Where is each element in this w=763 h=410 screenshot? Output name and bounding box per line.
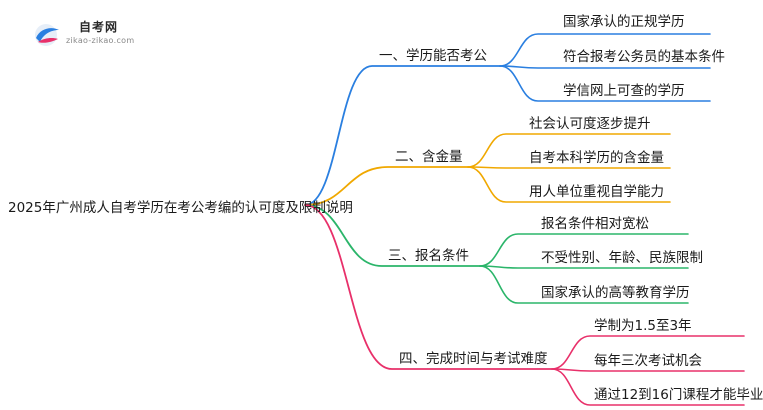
- logo-name: 自考网: [79, 20, 119, 34]
- leaf-2-2-connector: [467, 166, 671, 169]
- leaf-3-3: 国家承认的高等教育学历: [541, 285, 690, 301]
- branch-4-label: 四、完成时间与考试难度: [399, 351, 548, 367]
- leaf-1-1: 国家承认的正规学历: [563, 14, 685, 30]
- branch-1-label: 一、学历能否考公: [379, 48, 487, 64]
- leaf-4-3: 通过12到16门课程才能毕业: [594, 387, 763, 403]
- root-topic: 2025年广州成人自考学历在考公考编的认可度及限制说明: [8, 200, 353, 216]
- leaf-4-3-connector: [551, 368, 745, 406]
- branch-1-connector: [304, 65, 501, 206]
- branch-3-connector: [304, 204, 481, 267]
- leaf-1-1-connector: [499, 33, 711, 67]
- leaf-2-3: 用人单位重视自学能力: [529, 184, 664, 200]
- leaf-4-1-connector: [551, 335, 745, 370]
- branch-2-connector: [304, 166, 469, 206]
- leaf-2-1-connector: [467, 133, 671, 168]
- site-logo: 自考网 zikao-zikao.com: [30, 14, 150, 54]
- leaf-4-2-connector: [551, 368, 745, 372]
- leaf-1-3: 学信网上可查的学历: [563, 83, 685, 99]
- leaf-2-3-connector: [467, 166, 671, 203]
- leaf-2-2: 自考本科学历的含金量: [529, 150, 664, 166]
- leaf-3-3-connector: [479, 265, 689, 304]
- branch-2-label: 二、含金量: [395, 149, 463, 165]
- leaf-3-1: 报名条件相对宽松: [541, 216, 649, 232]
- branch-3-label: 三、报名条件: [388, 248, 469, 264]
- leaf-4-1: 学制为1.5至3年: [594, 318, 692, 334]
- leaf-1-2: 符合报考公务员的基本条件: [563, 49, 725, 65]
- leaf-2-1: 社会认可度逐步提升: [529, 116, 651, 132]
- leaf-1-3-connector: [499, 65, 711, 102]
- branch-4-connector: [304, 204, 553, 370]
- leaf-4-2: 每年三次考试机会: [594, 353, 702, 369]
- leaf-3-2: 不受性别、年龄、民族限制: [541, 250, 703, 266]
- logo-swoosh-icon: [35, 24, 59, 46]
- logo-url: zikao-zikao.com: [66, 36, 135, 45]
- leaf-3-1-connector: [479, 233, 689, 267]
- leaf-3-2-connector: [479, 265, 689, 269]
- leaf-1-2-connector: [499, 65, 711, 69]
